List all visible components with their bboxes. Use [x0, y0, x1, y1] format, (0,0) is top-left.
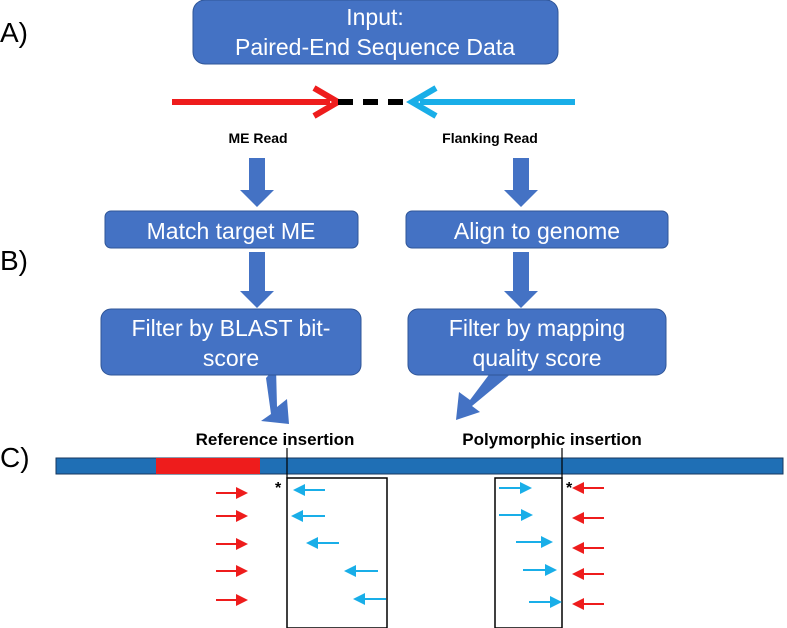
polymorphic-cluster-window	[494, 477, 563, 628]
flow-arrow-me-2	[240, 252, 274, 308]
panel-label-c: C)	[0, 442, 30, 473]
flanking-read-arrowhead	[406, 85, 438, 119]
reference-me-element	[156, 458, 260, 474]
align-genome-box	[405, 210, 669, 249]
polymorphic-insertion-label: Polymorphic insertion	[462, 430, 641, 449]
filter-blast-label-line1: Filter by BLAST bit-	[132, 315, 331, 341]
match-target-box	[104, 210, 359, 249]
panel-label-a: A)	[0, 17, 28, 48]
filter-mapping-label-line2: quality score	[472, 345, 601, 371]
polymorphic-site-star: *	[566, 480, 573, 497]
align-genome-label: Align to genome	[454, 218, 620, 244]
flanking-read-label: Flanking Read	[442, 130, 538, 146]
filter-mapping-box	[407, 308, 667, 376]
me-read-label: ME Read	[228, 130, 287, 146]
flow-arrow-to-reference	[261, 367, 289, 424]
filter-blast-label-line2: score	[203, 345, 259, 371]
reference-insertion-label: Reference insertion	[196, 430, 355, 449]
reference-cluster-window	[286, 477, 388, 628]
filter-blast-box	[100, 308, 362, 376]
panel-label-b: B)	[0, 245, 28, 276]
flow-arrow-flank-1	[504, 158, 538, 207]
match-target-label: Match target ME	[147, 218, 316, 244]
flow-arrow-me-1	[240, 158, 274, 207]
input-box-title: Input:	[346, 4, 404, 30]
filter-mapping-label-line1: Filter by mapping	[449, 315, 625, 341]
paired-end-schematic	[172, 85, 575, 119]
polymorphic-read-arrows	[499, 482, 604, 610]
input-box-subtitle: Paired-End Sequence Data	[235, 34, 515, 60]
flow-arrow-flank-2	[504, 252, 538, 308]
input-box	[192, 0, 559, 65]
reference-read-arrows	[216, 484, 386, 606]
reference-site-star: *	[275, 480, 282, 497]
